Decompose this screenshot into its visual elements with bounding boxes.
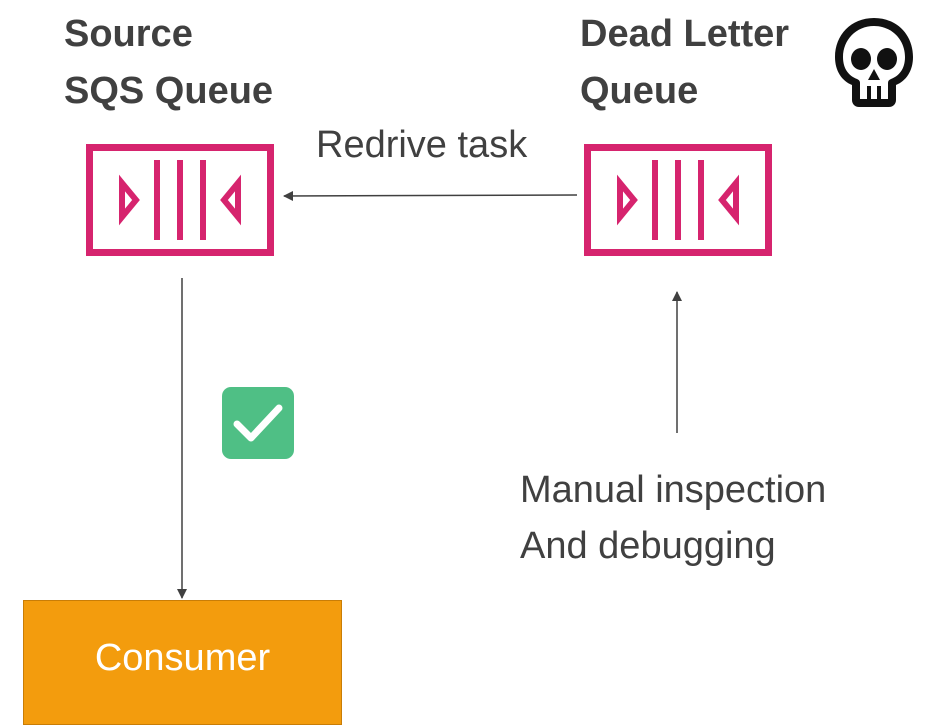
source-queue-title-line2: SQS Queue xyxy=(64,70,274,112)
dead-letter-queue-title-line2: Queue xyxy=(580,70,699,112)
dead-letter-queue-title: Dead Letter Queue xyxy=(580,6,789,120)
check-icon xyxy=(222,387,294,459)
dead-letter-queue-icon xyxy=(584,144,772,256)
dead-letter-queue-title-line1: Dead Letter xyxy=(580,13,790,55)
manual-inspection-label: Manual inspection And debugging xyxy=(520,462,826,574)
source-queue-title: Source SQS Queue xyxy=(64,6,273,120)
skull-icon xyxy=(835,18,913,107)
consumer-label: Consumer xyxy=(94,637,271,679)
manual-inspection-line2: And debugging xyxy=(520,525,776,567)
consumer-box: Consumer xyxy=(23,600,342,725)
source-queue-icon xyxy=(86,144,274,256)
manual-inspection-line1: Manual inspection xyxy=(520,469,827,511)
redrive-task-label: Redrive task xyxy=(316,124,528,166)
redrive-arrow xyxy=(283,190,578,201)
source-queue-title-line1: Source xyxy=(64,13,193,55)
